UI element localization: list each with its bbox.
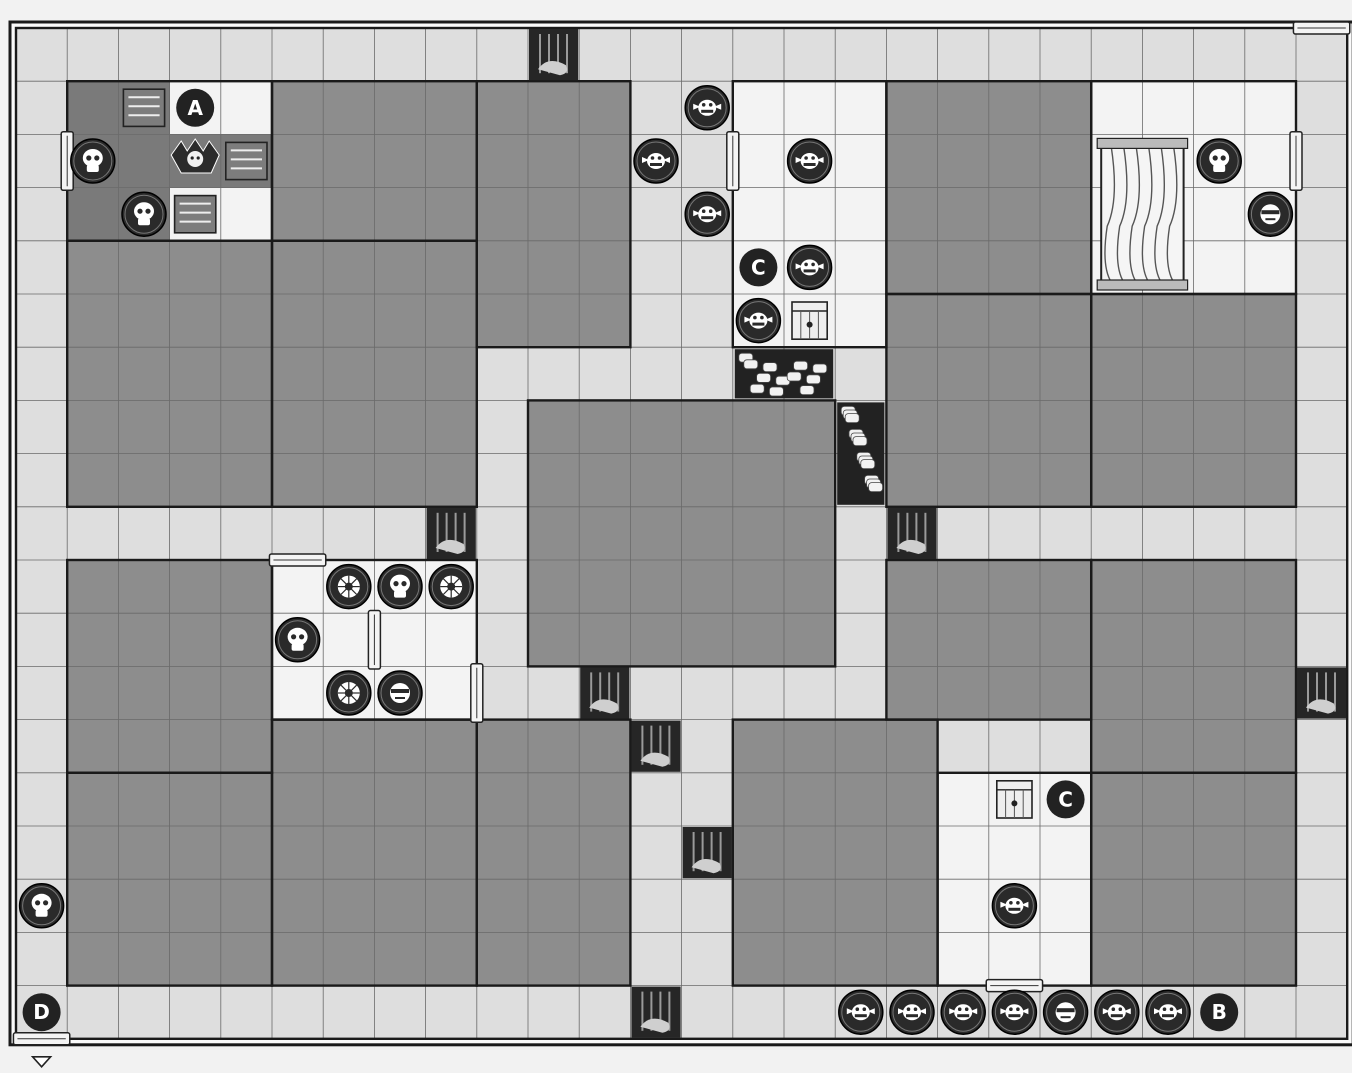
marker-label: D	[33, 1000, 50, 1024]
goblin-icon[interactable]	[736, 299, 780, 343]
goblin-icon[interactable]	[1146, 990, 1190, 1034]
door-icon[interactable]	[727, 132, 739, 191]
marker-b: B	[1200, 993, 1238, 1031]
portcullis-icon	[1297, 667, 1346, 718]
marker-label: C	[751, 255, 766, 279]
skull-icon[interactable]	[378, 565, 422, 609]
mummy-icon[interactable]	[429, 565, 473, 609]
marker-c: C	[1047, 780, 1085, 818]
chest-icon	[792, 302, 827, 339]
portcullis-icon	[887, 508, 936, 559]
portcullis-icon	[529, 29, 578, 80]
rock-square	[67, 81, 118, 134]
rock-square	[67, 188, 118, 241]
door-icon[interactable]	[471, 664, 483, 723]
goblin-icon[interactable]	[634, 139, 678, 183]
solid-rock-block	[477, 81, 631, 347]
marker-c: C	[739, 248, 777, 286]
door-icon[interactable]	[1290, 132, 1302, 191]
door-icon[interactable]	[368, 611, 380, 670]
portcullis-icon	[631, 987, 680, 1038]
rubble-icon	[837, 402, 884, 504]
marker-a: A	[176, 89, 214, 127]
portcullis-icon	[427, 508, 476, 559]
skull-icon[interactable]	[71, 139, 115, 183]
marker-label: A	[187, 96, 203, 120]
skull-icon[interactable]	[20, 884, 64, 928]
goblin-icon[interactable]	[685, 86, 729, 130]
goblin-icon[interactable]	[890, 990, 934, 1034]
marker-d: D	[23, 993, 61, 1031]
skull-icon[interactable]	[276, 618, 320, 662]
rubble-icon	[735, 349, 833, 398]
exit-arrow-icon	[33, 1057, 51, 1067]
mummy-icon[interactable]	[327, 671, 371, 715]
goblin-icon[interactable]	[685, 192, 729, 236]
door-icon[interactable]	[269, 554, 325, 566]
skull-icon[interactable]	[1197, 139, 1241, 183]
gargoyle-icon[interactable]	[171, 139, 219, 173]
chest-icon	[997, 781, 1032, 818]
crate-icon	[175, 196, 216, 233]
door-icon[interactable]	[13, 1033, 69, 1045]
solid-rock-block	[477, 720, 631, 986]
portcullis-icon	[580, 667, 629, 718]
table-icon	[1097, 138, 1187, 290]
goblin-icon[interactable]	[1095, 990, 1139, 1034]
goblin-icon[interactable]	[788, 139, 832, 183]
goblin-icon[interactable]	[788, 245, 832, 289]
orc-icon[interactable]	[1044, 990, 1088, 1034]
marker-label: B	[1212, 1000, 1227, 1024]
portcullis-icon	[683, 827, 732, 878]
door-icon[interactable]	[1293, 22, 1349, 34]
mummy-icon[interactable]	[327, 565, 371, 609]
goblin-icon[interactable]	[992, 884, 1036, 928]
goblin-icon[interactable]	[839, 990, 883, 1034]
orc-icon[interactable]	[1248, 192, 1292, 236]
marker-label: C	[1058, 787, 1073, 811]
rock-square	[118, 134, 169, 187]
crate-icon	[226, 142, 267, 179]
portcullis-icon	[631, 721, 680, 772]
crate-icon	[123, 89, 164, 126]
goblin-icon[interactable]	[941, 990, 985, 1034]
skull-icon[interactable]	[122, 192, 166, 236]
goblin-icon[interactable]	[992, 990, 1036, 1034]
orc-icon[interactable]	[378, 671, 422, 715]
